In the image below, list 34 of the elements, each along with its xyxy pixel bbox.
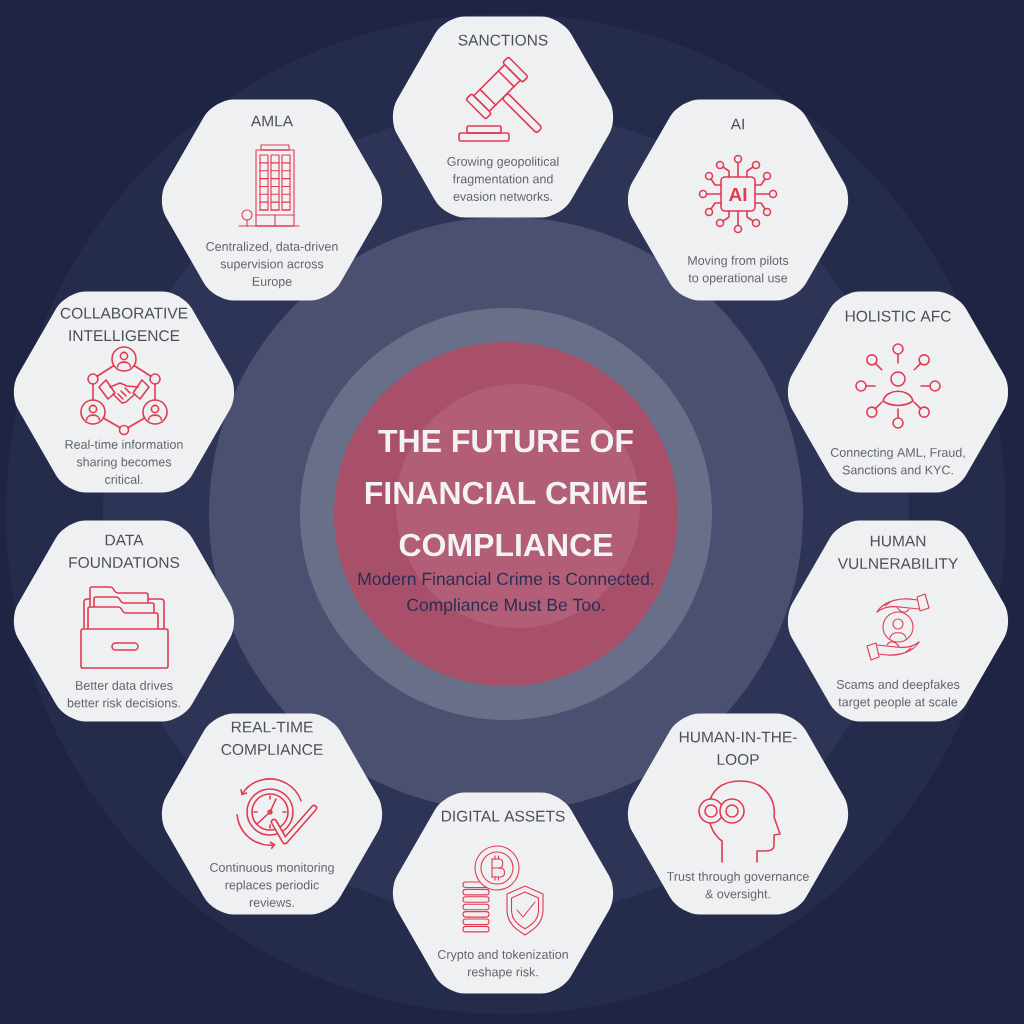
heading: HOLISTIC AFC — [845, 310, 951, 322]
chip-label: AI — [729, 187, 747, 202]
center-circle — [334, 342, 678, 686]
description: Growing geopolitical fragmentation and evasion networks. — [447, 156, 559, 201]
hexagon-card — [13, 291, 235, 493]
hexagon-card — [787, 291, 1009, 493]
heading: DIGITAL ASSETS — [441, 810, 565, 822]
heading: REAL-TIME COMPLIANCE — [221, 721, 323, 756]
description: Continuous monitoring replaces periodic reviews. — [210, 862, 334, 907]
heading: AI — [730, 118, 744, 130]
hexagon-card — [161, 713, 383, 915]
hexagon-card — [13, 520, 235, 722]
heading: AMLA — [250, 115, 294, 127]
description: Crypto and tokenization reshape risk. — [437, 949, 568, 979]
heading: HUMAN VULNERABILITY — [837, 535, 958, 570]
hexagon-card — [627, 99, 849, 301]
description: Real-time information sharing becomes critical. — [65, 439, 183, 484]
hexagon-card — [627, 713, 849, 915]
heading: SANCTIONS — [458, 34, 548, 46]
description: Moving from pilots to operational use — [688, 255, 789, 285]
description: Trust through governance & oversight. — [666, 871, 809, 901]
title: THE FUTURE OF FINANCIAL CRIME COMPLIANCE — [365, 429, 647, 557]
heading: HUMAN-IN-THE-LOOP — [679, 731, 797, 766]
hexagon-card — [392, 792, 614, 994]
subtitle: Modern Financial Crime is Connected. Compliance Must Be Too. — [358, 572, 654, 615]
description: Better data drives better risk decisions. — [67, 680, 180, 708]
heading: COLLABORATIVE INTELLIGENCE — [60, 307, 188, 342]
hexagon-card — [392, 16, 614, 218]
description: Scams and deepfakes target people at scale — [836, 679, 960, 709]
description: Centralized, data-driven supervision across Europe — [206, 241, 338, 289]
hexagon-card — [161, 99, 383, 301]
heading: DATA FOUNDATIONS — [69, 534, 180, 569]
hexagon-card — [787, 520, 1009, 722]
description: Connecting AML, Fraud, Sanctions and KYC. — [830, 447, 965, 475]
